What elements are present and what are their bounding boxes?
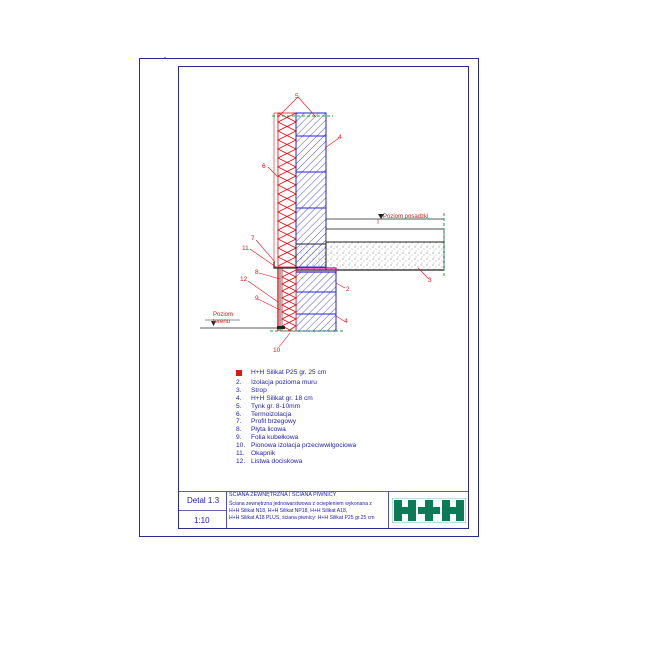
callout-3: 3	[428, 277, 432, 284]
silicate-wall-basement	[295, 271, 337, 332]
legend-item-text: Folia kubełkowa	[251, 434, 299, 442]
detail-title: ŚCIANA ZEWNĘTRZNA I ŚCIANA PIWNICY	[229, 492, 337, 498]
callout-6: 6	[262, 163, 266, 170]
legend-item-text: H+H Silikat P25 gr. 25 cm	[251, 369, 327, 376]
legend-item-text: Izolacja pozioma muru	[251, 378, 317, 386]
detail-desc-1: Ściana zewnętrzna jednowarstwowa z ociep…	[229, 501, 372, 507]
callout-10: 10	[273, 347, 281, 354]
callout-4-upper: 4	[338, 134, 342, 141]
legend-item-text: Termoizolacja	[251, 410, 292, 418]
ground-level-label-2: terenu	[213, 319, 230, 325]
legend-item-number: 8.	[236, 426, 242, 434]
pressure-strip	[277, 326, 285, 329]
hh-logo	[392, 498, 466, 523]
basement-insulation	[280, 267, 298, 332]
legend-item-number: 2.	[236, 378, 242, 386]
detail-desc-3: H+H Silikat A18 PLUS, ściana piwnicy: H+…	[229, 515, 375, 521]
scale-label: 1:10	[194, 516, 210, 525]
callout-12: 12	[240, 276, 248, 283]
legend-item-text: Pionowa izolacja przeciwwilgociowa	[251, 442, 357, 450]
legend: H+H Silikat P25 gr. 25 cm 2. Izolacja pozi…	[236, 369, 356, 466]
legend-item-text: Okapnik	[251, 450, 276, 458]
callout-8: 8	[255, 269, 259, 276]
inner-frame	[178, 66, 469, 529]
legend-item: 6. Termoizolacja	[236, 411, 356, 419]
legend-item: 5. Tynk gr. 8-10mm	[236, 403, 356, 411]
legend-item-number: 10.	[236, 442, 246, 450]
legend-item: 10. Pionowa izolacja przeciwwilgociowa	[236, 442, 356, 450]
callout-7: 7	[251, 235, 255, 242]
leader-lines	[247, 96, 430, 348]
outer-frame	[139, 58, 479, 537]
callout-4-lower: 4	[344, 318, 348, 325]
legend-item: 12. Listwa dociskowa	[236, 458, 356, 466]
legend-item-number	[236, 369, 251, 379]
callout-11: 11	[242, 245, 249, 252]
legend-item: H+H Silikat P25 gr. 25 cm	[236, 369, 356, 379]
edge-profile	[273, 262, 298, 269]
thermal-insulation	[276, 112, 298, 268]
floor-level-marker	[378, 214, 384, 219]
legend-item-text: Strop	[251, 386, 267, 394]
legend-item-text: Płyta licowa	[251, 426, 286, 434]
legend-item: 8. Płyta licowa	[236, 426, 356, 434]
legend-item: 4. H+H Silikat gr. 18 cm	[236, 395, 356, 403]
legend-item-number: 3.	[236, 386, 242, 394]
legend-item-number: 6.	[236, 410, 242, 418]
legend-item: 9. Folia kubełkowa	[236, 434, 356, 442]
title-block	[178, 491, 469, 529]
silicate-wall-upper	[295, 112, 327, 268]
legend-item-number: 11.	[236, 450, 245, 458]
legend-item: 11. Okapnik	[236, 450, 356, 458]
legend-item-text: H+H Silikat gr. 18 cm	[251, 394, 313, 402]
legend-item: 2. Izolacja pozioma muru	[236, 379, 356, 387]
detail-desc-2: H+H Silikat N18, H+H Silikat NP18, H+H S…	[229, 508, 348, 514]
legend-item-text: Listwa dociskowa	[251, 457, 303, 465]
plaster-layer	[273, 112, 279, 268]
legend-item-number: 4.	[236, 394, 242, 402]
floor-level-label: Poziom posadzki	[383, 214, 428, 220]
legend-item-number: 12.	[236, 457, 246, 465]
legend-swatch	[236, 370, 242, 376]
detail-label: Detal 1.3	[187, 496, 220, 505]
ground-level-marker	[211, 321, 216, 326]
legend-item-number: 9.	[236, 434, 242, 442]
legend-item: 3. Strop	[236, 387, 356, 395]
callout-2: 2	[346, 286, 350, 293]
callout-5: 5	[295, 93, 299, 100]
bubble-foil-membrane	[277, 268, 281, 331]
callout-9: 9	[255, 295, 259, 302]
floor-slab	[295, 228, 445, 271]
legend-item-number: 7.	[236, 418, 242, 426]
legend-item-text: Profil brzegowy	[251, 418, 297, 426]
legend-item-text: Tynk gr. 8-10mm	[251, 402, 301, 410]
ground-level-label-1: Poziom	[213, 312, 233, 318]
legend-item-number: 5.	[236, 402, 242, 410]
legend-item: 7. Profil brzegowy	[236, 418, 356, 426]
